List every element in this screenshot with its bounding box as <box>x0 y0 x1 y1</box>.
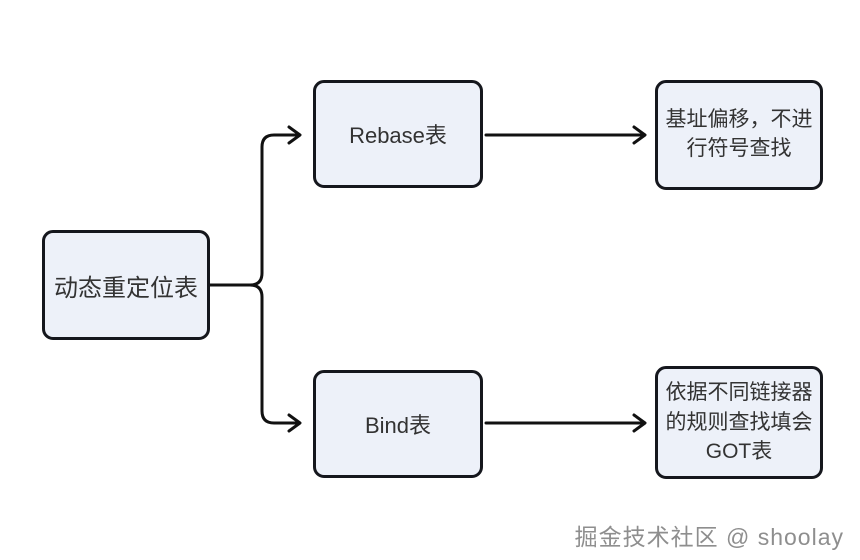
node-label: 动态重定位表 <box>54 274 198 302</box>
node-bind-table: Bind表 <box>313 370 483 478</box>
arrowhead-bind-to-result <box>632 413 647 433</box>
watermark: 掘金技术社区 @ shoolay <box>574 524 844 550</box>
node-label: 依据不同链接器 的规则查找填会 GOT表 <box>665 380 813 464</box>
arrowhead-rebase-to-result <box>632 125 647 145</box>
connector-root-to-rebase <box>248 133 299 287</box>
node-label: 基址偏移，不进 行符号查找 <box>665 108 813 160</box>
node-bind-description: 依据不同链接器 的规则查找填会 GOT表 <box>655 366 823 479</box>
node-dynamic-relocation-table: 动态重定位表 <box>42 230 210 340</box>
arrowhead-root-to-bind <box>287 413 302 433</box>
node-label: Bind表 <box>364 413 432 438</box>
connector-root-to-bind <box>248 283 299 425</box>
node-rebase-table: Rebase表 <box>313 80 483 188</box>
arrowhead-root-to-rebase <box>287 125 302 145</box>
node-rebase-description: 基址偏移，不进 行符号查找 <box>655 80 823 190</box>
node-label: Rebase表 <box>349 123 447 148</box>
